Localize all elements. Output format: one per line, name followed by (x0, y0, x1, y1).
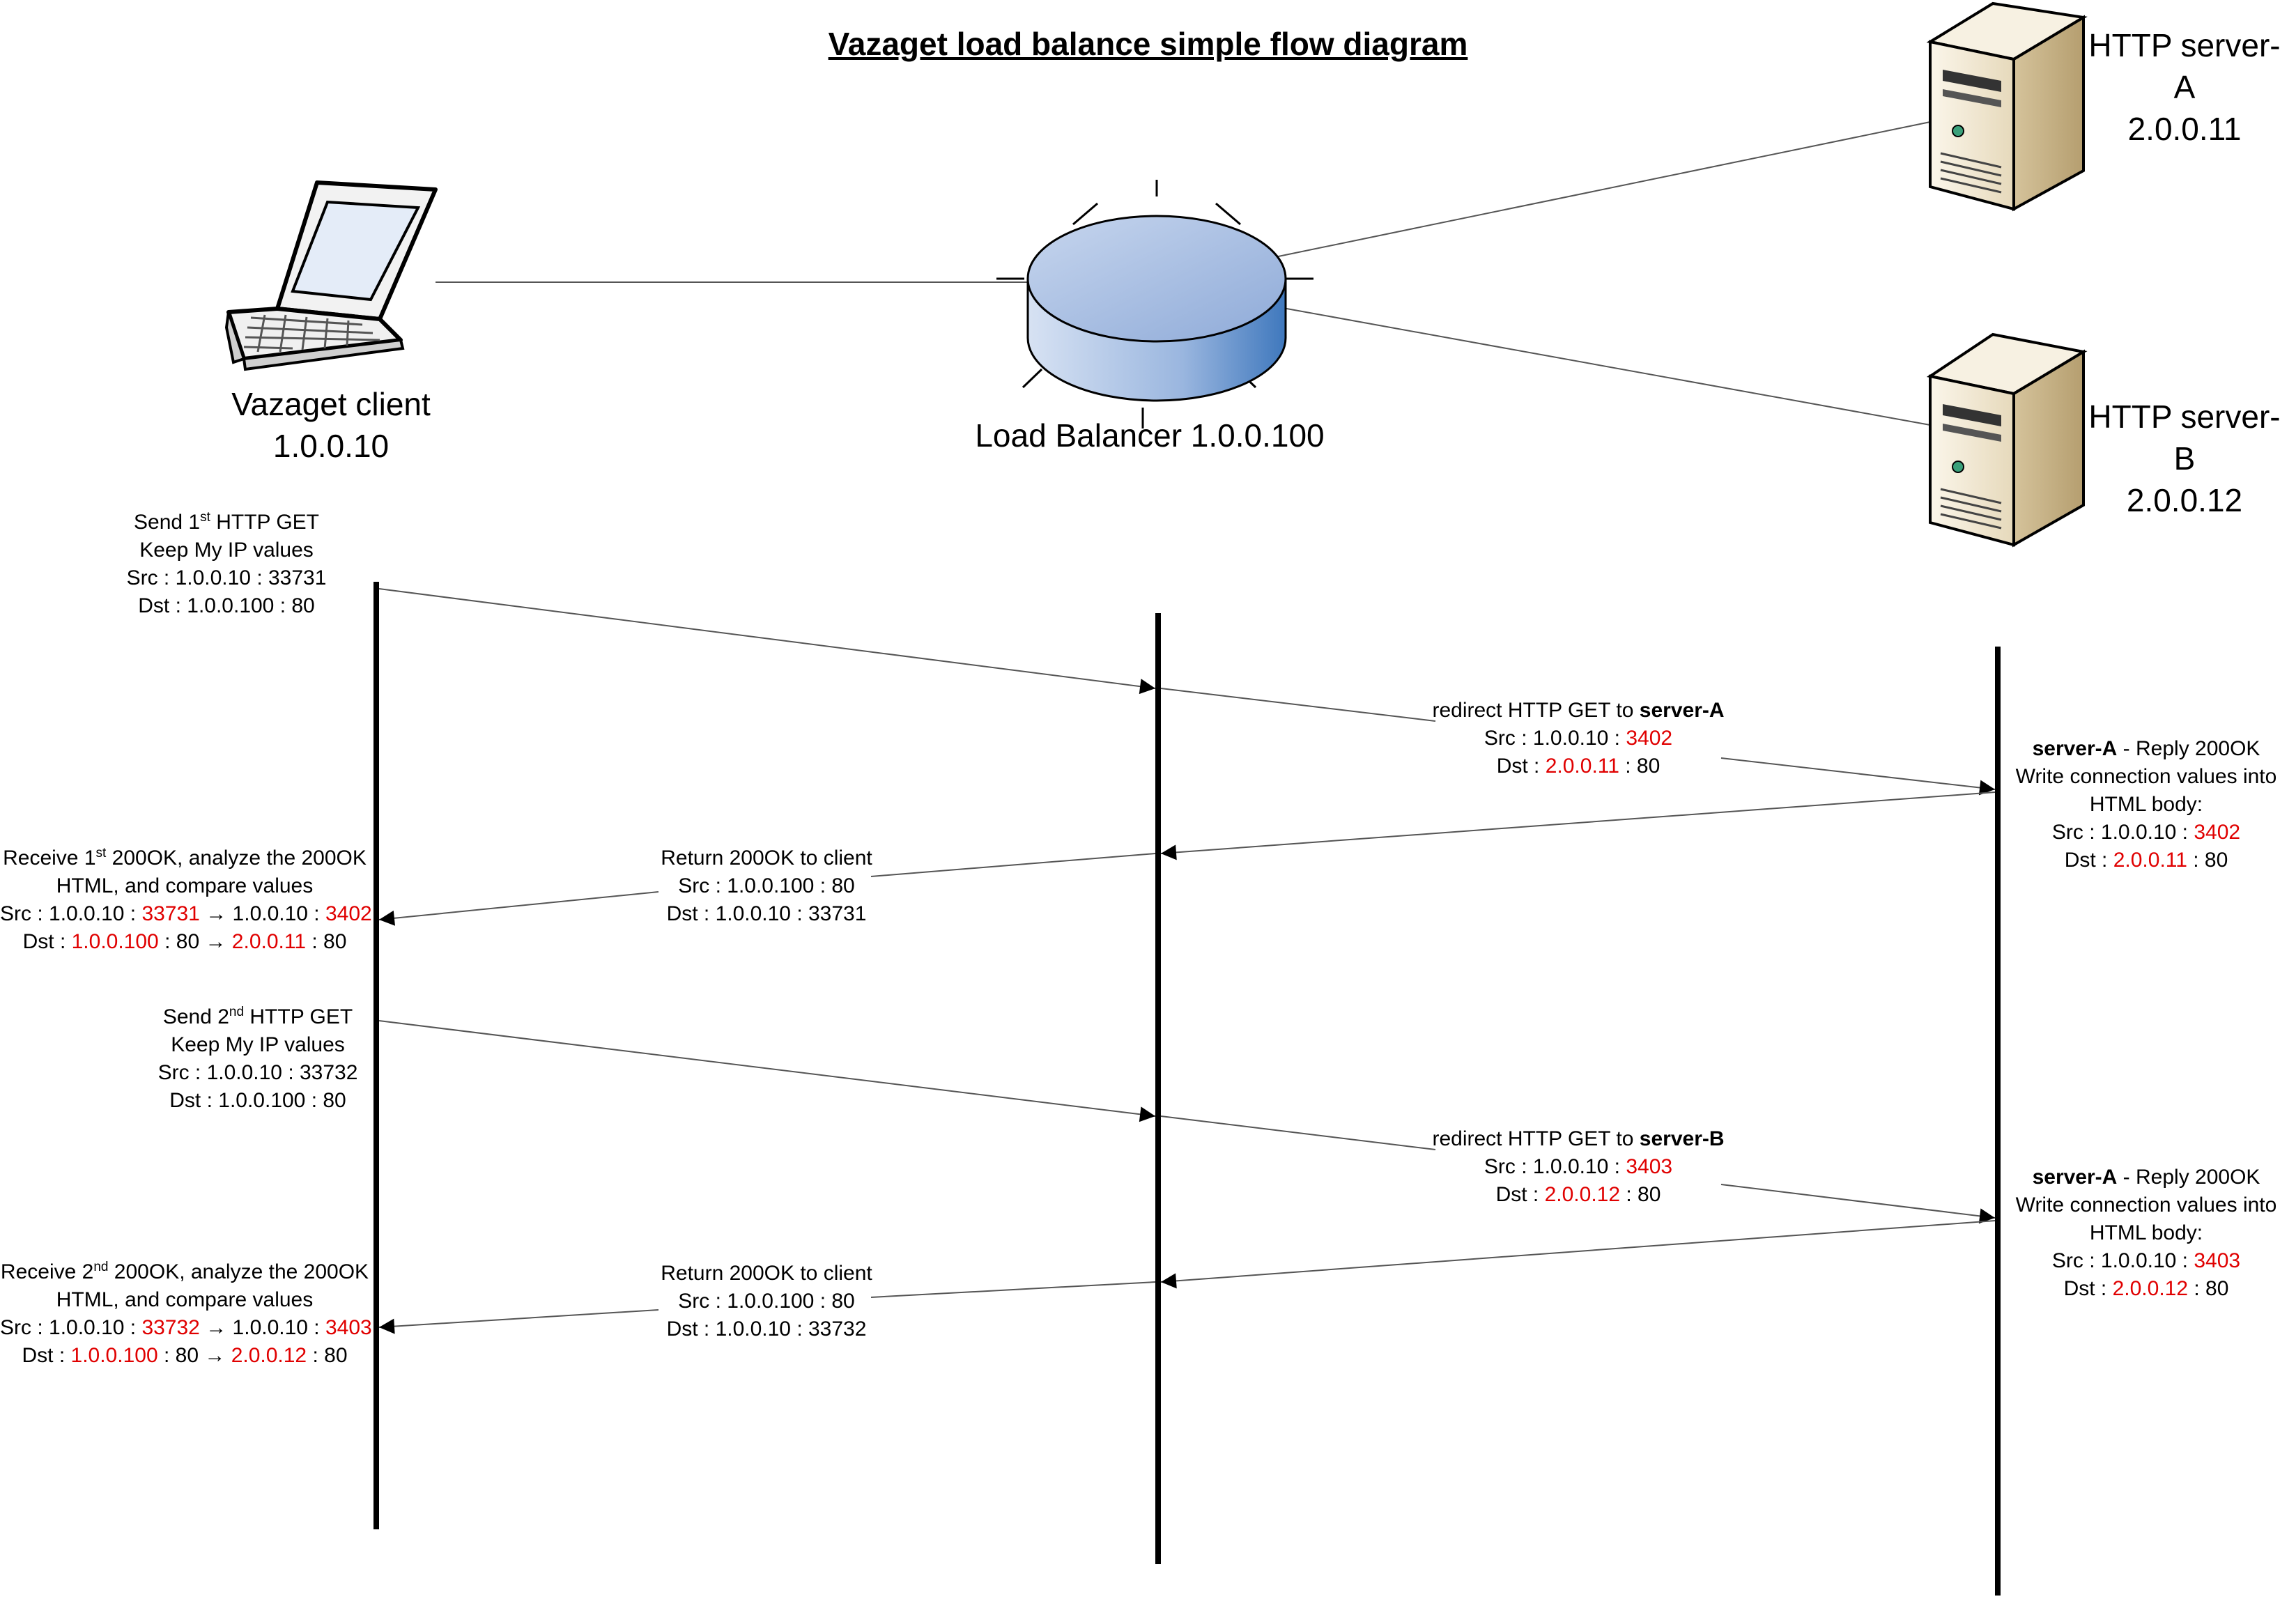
arrow-reply-b (1160, 1220, 1996, 1289)
arrow-return-1 (378, 891, 659, 926)
note-send-1: Send 1st HTTP GET Keep My IP values Src … (126, 510, 327, 617)
arrow-return-1-part1 (870, 853, 1156, 877)
note-return-2: Return 200OK to client Src : 1.0.0.100 :… (661, 1262, 872, 1341)
laptop-icon (224, 180, 438, 371)
server-b-label: HTTP server-B 2.0.0.12 (2080, 396, 2289, 521)
note-reply-a: server-A - Reply 200OK Write connection … (2015, 737, 2277, 872)
note-return-1: Return 200OK to client Src : 1.0.0.100 :… (661, 847, 872, 925)
note-redirect-b: redirect HTTP GET to server-B Src : 1.0.… (1432, 1127, 1725, 1206)
load-balancer-icon (996, 180, 1313, 428)
arrow-redirect-a-part1 (1160, 688, 1436, 722)
server-a-ip: 2.0.0.11 (2127, 111, 2242, 147)
arrow-reply-a (1160, 791, 1996, 860)
arrow-send-1 (378, 588, 1156, 695)
server-tower-icon (1926, 332, 2088, 548)
server-a-label: HTTP server-A 2.0.0.11 (2080, 24, 2289, 150)
arrow-return-2-part1 (870, 1281, 1156, 1298)
client-name: Vazaget client (231, 386, 431, 422)
note-send-2: Send 2nd HTTP GET Keep My IP values Src … (157, 1005, 358, 1112)
arrow-redirect-b-part1 (1160, 1115, 1436, 1150)
diagram-title: Vazaget load balance simple flow diagram (828, 26, 1468, 62)
client-ip: 1.0.0.10 (272, 428, 390, 464)
link-balancer-server-b (1274, 306, 1931, 426)
arrow-redirect-b (1720, 1184, 1996, 1224)
arrow-return-2 (378, 1309, 659, 1334)
note-receive-1: Receive 1st 200OK, analyze the 200OK HTM… (0, 846, 372, 953)
server-b-name: HTTP server-B (2088, 399, 2281, 477)
note-reply-b: server-A - Reply 200OK Write connection … (2015, 1166, 2277, 1300)
note-receive-2: Receive 2nd 200OK, analyze the 200OK HTM… (0, 1260, 372, 1367)
link-balancer-server-a (1271, 121, 1931, 258)
arrow-send-2 (378, 1020, 1156, 1122)
arrow-redirect-a (1720, 757, 1996, 796)
server-b-ip: 2.0.0.12 (2126, 482, 2243, 518)
server-tower-icon (1926, 1, 2088, 212)
client-label: Vazaget client 1.0.0.10 (195, 383, 467, 467)
server-a-name: HTTP server-A (2088, 27, 2281, 105)
note-redirect-a: redirect HTTP GET to server-A Src : 1.0.… (1432, 699, 1725, 778)
balancer-label: Load Balancer 1.0.0.100 (975, 417, 1325, 454)
